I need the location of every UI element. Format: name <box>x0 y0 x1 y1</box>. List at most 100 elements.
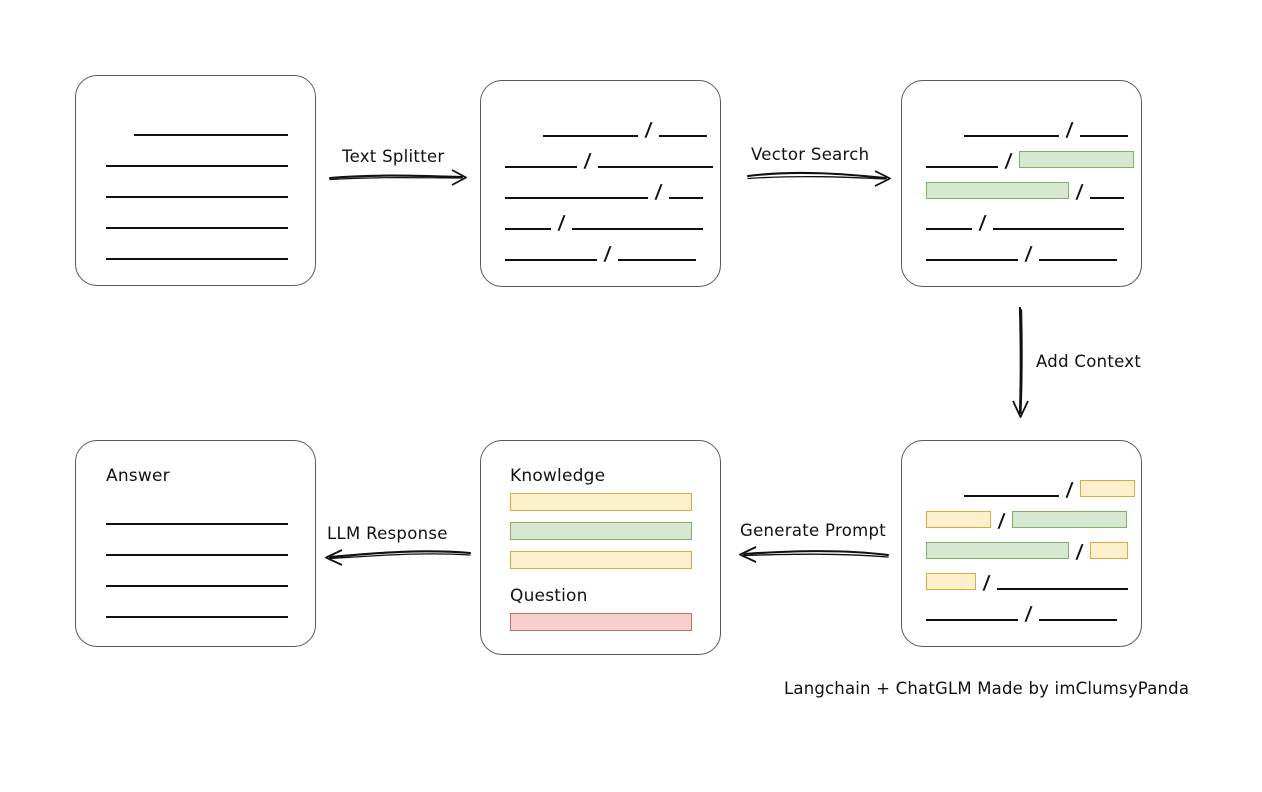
text-row <box>106 598 288 620</box>
text-row <box>106 178 288 200</box>
text-line-segment <box>617 259 696 261</box>
text-line-segment <box>106 165 288 167</box>
edge-label-vector-search: Vector Search <box>751 145 870 164</box>
text-row <box>106 147 288 169</box>
text-line-segment <box>926 259 1018 261</box>
prompt-box[interactable]: Knowledge Question <box>480 440 721 655</box>
text-line-segment <box>571 228 703 230</box>
segment-separator-slash: / <box>603 242 612 265</box>
text-line-segment <box>106 585 288 587</box>
prompt-bar-green <box>510 522 692 540</box>
text-line-segment <box>505 166 577 168</box>
source-document-box[interactable] <box>75 75 316 286</box>
text-row: / <box>543 117 707 141</box>
segment-separator-slash: / <box>654 180 663 203</box>
text-line-segment <box>1038 619 1117 621</box>
text-line-segment <box>926 619 1018 621</box>
edge-label-llm-response: LLM Response <box>327 524 448 543</box>
text-row: / <box>926 148 1134 172</box>
text-line-segment <box>106 554 288 556</box>
segment-separator-slash: / <box>583 149 592 172</box>
text-row <box>106 240 288 262</box>
text-line-segment <box>964 495 1059 497</box>
text-line-segment <box>597 166 713 168</box>
text-row: / <box>505 179 703 203</box>
text-line-segment <box>106 196 288 198</box>
highlight-chip-yellow <box>1089 541 1128 559</box>
text-row: / <box>505 210 703 234</box>
text-row: / <box>505 148 713 172</box>
text-row <box>134 116 288 138</box>
segment-separator-slash: / <box>1065 118 1074 141</box>
segment-separator-slash: / <box>982 571 991 594</box>
answer-box[interactable]: Answer <box>75 440 316 647</box>
text-line-segment <box>668 197 703 199</box>
text-row: / <box>926 508 1127 532</box>
segment-separator-slash: / <box>1065 478 1074 501</box>
text-row <box>106 567 288 589</box>
segment-separator-slash: / <box>644 118 653 141</box>
edge-label-text-splitter: Text Splitter <box>342 147 445 166</box>
arrow-add-context <box>1012 306 1029 418</box>
text-line-segment <box>992 228 1124 230</box>
question-label: Question <box>510 586 588 606</box>
highlight-chip-green <box>926 541 1069 559</box>
text-row: / <box>926 539 1128 563</box>
text-row: / <box>926 179 1124 203</box>
segment-separator-slash: / <box>997 509 1006 532</box>
context-chunks-rows: / / / / / <box>902 441 1141 646</box>
text-row: / <box>964 477 1135 501</box>
text-row: / <box>926 601 1117 625</box>
context-chunks-box[interactable]: / / / / / <box>901 440 1142 647</box>
prompt-bar-red <box>510 613 692 631</box>
segment-separator-slash: / <box>1075 540 1084 563</box>
split-chunks-rows: / / / / / <box>481 81 720 286</box>
arrow-generate-prompt <box>739 546 890 563</box>
prompt-bar-yellow <box>510 493 692 511</box>
text-line-segment <box>106 227 288 229</box>
answer-label: Answer <box>106 466 170 486</box>
text-line-segment <box>134 134 288 136</box>
highlight-chip-yellow <box>1079 479 1135 497</box>
text-row: / <box>926 241 1117 265</box>
text-line-segment <box>106 616 288 618</box>
arrow-llm-response <box>325 549 472 566</box>
highlight-chip-green <box>926 181 1069 199</box>
edge-label-add-context: Add Context <box>1036 352 1142 371</box>
segment-separator-slash: / <box>1024 602 1033 625</box>
split-chunks-box[interactable]: / / / / / <box>480 80 721 287</box>
text-row: / <box>505 241 696 265</box>
segment-separator-slash: / <box>1004 149 1013 172</box>
text-line-segment <box>926 228 972 230</box>
text-line-segment <box>1038 259 1117 261</box>
arrow-vector-search <box>746 170 891 187</box>
text-line-segment <box>658 135 707 137</box>
text-line-segment <box>505 259 597 261</box>
text-line-segment <box>996 588 1128 590</box>
text-line-segment <box>106 258 288 260</box>
arrow-text-splitter <box>328 169 467 186</box>
source-document-rows <box>76 76 315 285</box>
highlight-chip-yellow <box>926 572 976 590</box>
text-line-segment <box>106 523 288 525</box>
prompt-bar-yellow <box>510 551 692 569</box>
matched-chunks-rows: / / / / / <box>902 81 1141 286</box>
text-row <box>106 209 288 231</box>
text-line-segment <box>543 135 638 137</box>
segment-separator-slash: / <box>978 211 987 234</box>
matched-chunks-box[interactable]: / / / / / <box>901 80 1142 287</box>
text-line-segment <box>1089 197 1124 199</box>
text-line-segment <box>505 228 551 230</box>
answer-rows <box>76 441 315 646</box>
highlight-chip-green <box>1018 150 1134 168</box>
text-row: / <box>964 117 1128 141</box>
segment-separator-slash: / <box>1024 242 1033 265</box>
highlight-chip-green <box>1011 510 1127 528</box>
text-line-segment <box>964 135 1059 137</box>
segment-separator-slash: / <box>557 211 566 234</box>
highlight-chip-yellow <box>926 510 991 528</box>
text-row <box>106 536 288 558</box>
knowledge-label: Knowledge <box>510 466 606 486</box>
footer-credit: Langchain + ChatGLM Made by imClumsyPand… <box>784 679 1190 698</box>
